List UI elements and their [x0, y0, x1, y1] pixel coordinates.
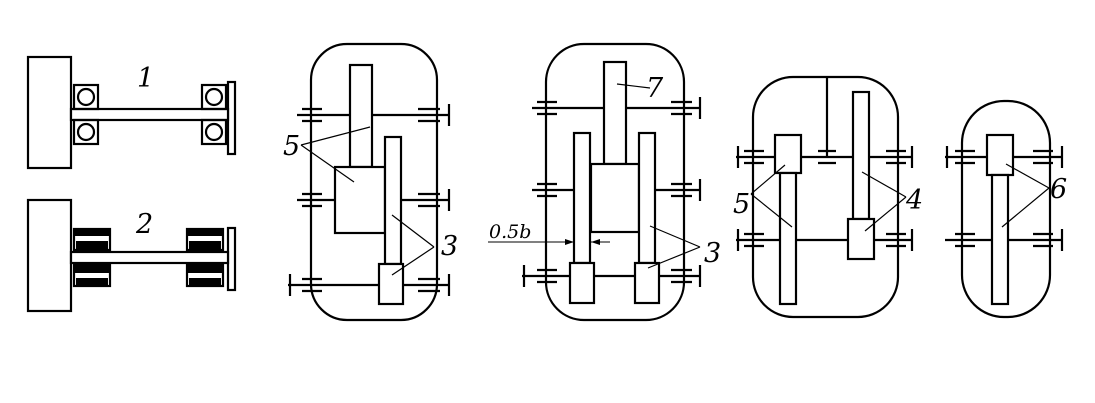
- scheme-c-bearings: [744, 149, 906, 248]
- dimension-0.5b: 0.5b: [489, 221, 531, 243]
- label-6: 6: [1050, 174, 1067, 205]
- scheme-1-ball-bearing-shaft: 1: [26, 55, 237, 170]
- label-4: 4: [905, 185, 923, 216]
- label-1: 1: [137, 63, 154, 94]
- label-3: 3: [441, 231, 458, 262]
- scheme-d-single-stage-gearbox: 6: [945, 99, 1067, 319]
- scheme-2-roller-bearing-shaft: 2: [26, 198, 237, 313]
- scheme-b-gearbox: 7 3 0.5b: [488, 42, 721, 322]
- scheme-c-coaxial-gearbox: 5 4: [733, 75, 923, 319]
- scheme-b-bearings: [537, 100, 692, 284]
- label-5b: 5: [733, 189, 750, 220]
- label-3b: 3: [704, 238, 721, 269]
- label-5: 5: [283, 131, 300, 162]
- scheme-a-bearings: [302, 107, 440, 293]
- scheme-d-bearings: [955, 149, 1053, 248]
- scheme-a-gearbox: 5 3: [283, 42, 458, 322]
- label-2: 2: [135, 209, 153, 240]
- label-7: 7: [646, 73, 664, 104]
